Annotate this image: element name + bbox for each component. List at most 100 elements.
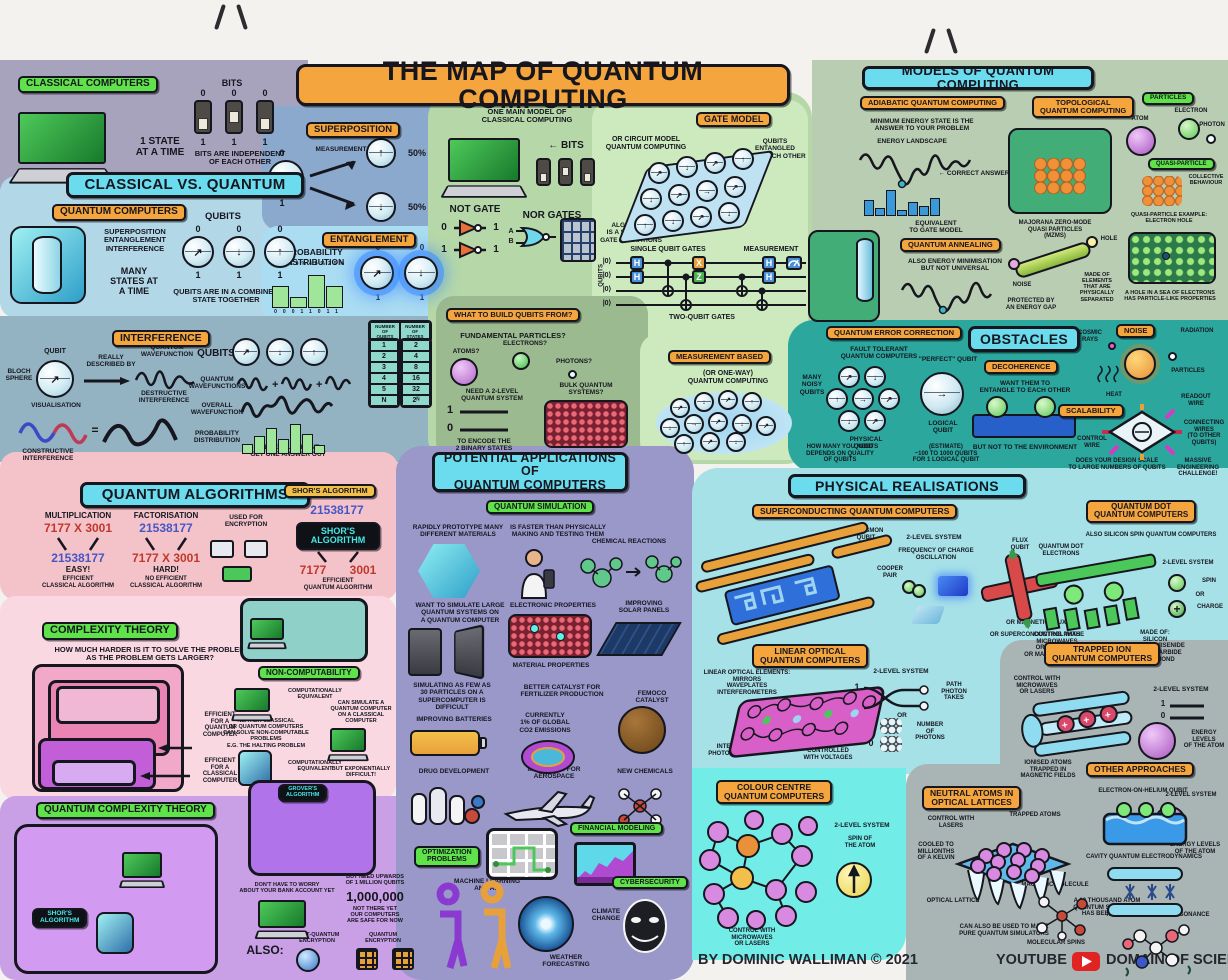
many-states-label: MANY STATES AT A TIME	[110, 266, 158, 297]
bit-switch	[225, 100, 243, 134]
lock-icon	[210, 540, 234, 558]
q1: 1	[277, 270, 283, 280]
bit2-bot: 1	[262, 137, 268, 147]
lvl0: 0	[446, 422, 454, 434]
section-label-topological: TOPOLOGICAL QUANTUM COMPUTING	[1032, 96, 1135, 118]
laptop-icon	[247, 618, 287, 650]
qubit-green	[986, 396, 1008, 418]
electron-dot	[530, 624, 539, 633]
hard-label: HARD!	[153, 565, 179, 574]
svg-text:+: +	[1083, 715, 1090, 727]
not-in-0: 0	[441, 222, 447, 233]
material-properties-label: MATERIAL PROPERTIES	[512, 662, 590, 669]
grid-qubit: ↗	[648, 162, 670, 184]
section-label-qct: QUANTUM COMPLEXITY THEORY	[36, 802, 215, 819]
many-noisy-label: MANY NOISY QUBITS	[799, 374, 825, 396]
not-gate-icon	[454, 219, 486, 237]
q1: 1	[195, 270, 201, 280]
also-label: ALSO:	[246, 943, 284, 957]
ti-1: 1	[1160, 699, 1166, 708]
lvl1: 1	[446, 404, 454, 416]
equivalent-note: EQUIVALENT TO GATE MODEL	[909, 220, 963, 235]
atom-icon	[450, 358, 478, 386]
cluster-qubit: ↓	[726, 432, 746, 452]
ket0: |0⟩	[602, 272, 612, 279]
new-chemicals-label: NEW CHEMICALS	[617, 768, 673, 775]
one-million: 1,000,000	[346, 889, 404, 904]
bloch-sphere: ↓	[223, 236, 255, 268]
not-gate-label: NOT GATE	[449, 204, 501, 215]
laptop-icon	[230, 688, 274, 722]
mzms-label: MAJORANA ZERO-MODE QUASI PARTICLES (MZMS…	[1018, 220, 1092, 240]
qd-2level: 2-LEVEL SYSTEM	[1162, 560, 1214, 566]
level-line	[460, 428, 508, 432]
poster-title: THE MAP OF QUANTUM COMPUTING	[296, 56, 790, 113]
lock-icon	[244, 540, 268, 558]
overall-wavefunction-label: OVERALL WAVEFUNCTION	[190, 402, 244, 417]
not-out-0: 1	[493, 244, 499, 255]
cavity-qed-icon	[1107, 867, 1183, 917]
grid-qubit: ↑	[732, 148, 754, 170]
nor-b: B	[508, 238, 514, 245]
laptop-icon	[254, 900, 310, 940]
bloch-sphere-label: BLOCH SPHERE	[5, 368, 33, 383]
footer-youtube: YOUTUBE	[996, 952, 1067, 968]
laptop-icon	[8, 112, 116, 185]
electron-ball-icon	[1178, 118, 1200, 140]
ket0: |0⟩	[602, 258, 612, 265]
noisy-qubit: ↓	[838, 410, 860, 432]
equals-sign: =	[91, 423, 99, 437]
million-qubits-note: BUT NEED UPWARDS OF 1 MILLION QUBITS	[345, 874, 405, 887]
cluster-qubit: ↗	[718, 390, 738, 410]
label-optimization: OPTIMIZATION PROBLEMS	[414, 846, 480, 867]
label-neutral-atoms: NEUTRAL ATOMS IN OPTICAL LATTICES	[922, 786, 1022, 810]
bit1-bot: 1	[231, 137, 237, 147]
level-line	[460, 410, 508, 414]
laptop-icon	[326, 728, 370, 762]
energy-landscape-icon	[858, 153, 972, 189]
banner-quantum-algorithms: QUANTUM ALGORITHMS	[80, 482, 310, 508]
label-trapped-ion: TRAPPED ION QUANTUM COMPUTERS	[1044, 642, 1161, 666]
cluster-qubit: ↗	[700, 432, 720, 452]
ti-energy-note: ENERGY LEVELS OF THE ATOM	[1183, 730, 1225, 750]
label-shors-algorithm: SHOR'S ALGORITHM	[284, 484, 376, 498]
qubit-label: QUBIT	[44, 348, 66, 355]
shor-out2: 3001	[349, 563, 377, 577]
banner-obstacles: OBSTACLES	[968, 326, 1080, 352]
grid-qubit: ↗	[704, 152, 726, 174]
cavity-qed-label: CAVITY QUANTUM ELECTRODYNAMICS	[1085, 854, 1203, 860]
label-decoherence: DECOHERENCE	[984, 360, 1059, 374]
transmon-chip-icon	[695, 521, 893, 645]
q0: 0	[277, 224, 283, 234]
bloch-sphere: ↓	[366, 192, 396, 222]
noisy-qubit: →	[852, 388, 874, 410]
cosmic-rays-label: COSMIC RAYS	[1078, 330, 1102, 343]
ket0: |0⟩	[602, 300, 612, 307]
grid-qubit: ↓	[676, 156, 698, 178]
drug-development-label: DRUG DEVELOPMENT	[418, 768, 490, 775]
scientist-icon	[520, 549, 555, 599]
quantum-encryption-label: QUANTUM ENCRYPTION	[365, 932, 401, 945]
banner-applications: POTENTIAL APPLICATIONS OF QUANTUM COMPUT…	[432, 452, 628, 492]
wavefunctions-sum-icon: ++	[236, 375, 352, 392]
efficient-quantum-note: EFFICIENT FOR A QUANTUM COMPUTER	[202, 712, 238, 739]
cluster-qubit: ↗	[670, 398, 690, 418]
multiplication-label: MULTIPLICATION	[44, 511, 112, 520]
cluster-qubit: →	[684, 414, 704, 434]
photonic-chip-icon	[728, 686, 885, 758]
noisy-qubit: ↑	[826, 388, 848, 410]
atom-label: ATOM	[1131, 116, 1149, 122]
bit-switch	[194, 100, 212, 134]
arrow-up-right	[309, 160, 356, 178]
ion-trap-icon: +++	[1021, 690, 1133, 757]
cluster-qubit: ↓	[694, 392, 714, 412]
complexity-question: HOW MUCH HARDER IS IT TO SOLVE THE PROBL…	[54, 645, 246, 663]
sc-2level: 2-LEVEL SYSTEM	[906, 534, 962, 541]
probability-histogram	[242, 422, 325, 454]
simulate-note: CAN SIMULATE A QUANTUM COMPUTER ON A CLA…	[330, 700, 392, 725]
qd-or: OR	[1195, 592, 1205, 598]
bit0-top: 0	[200, 88, 206, 98]
qubit-green	[1034, 396, 1056, 418]
shors-box: SHOR'S ALGORITHM	[296, 522, 380, 550]
post-quantum-icon	[296, 948, 320, 972]
